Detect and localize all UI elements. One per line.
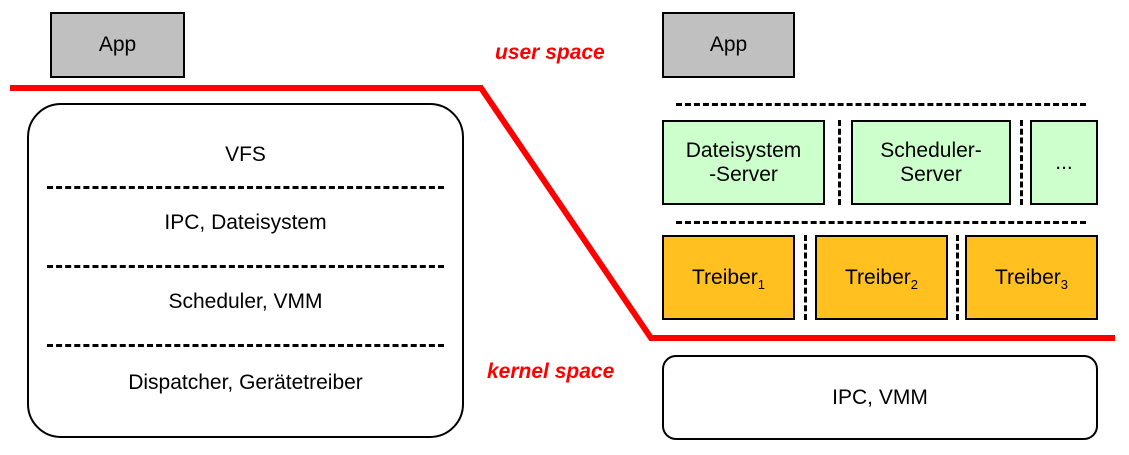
server-separator-2 — [1020, 120, 1023, 205]
monolith-layer-ipc-dateisystem: IPC, Dateisystem — [29, 199, 462, 247]
server-box-label-line2: -Server — [709, 162, 778, 186]
driver-box-1: Treiber1 — [662, 235, 795, 320]
driver-box-label: Treiber3 — [995, 265, 1068, 292]
user-space-label: user space — [495, 41, 605, 64]
monolith-layer-scheduler-vmm: Scheduler, VMM — [29, 278, 462, 326]
driver-box-name: Treiber — [995, 265, 1061, 289]
server-box-dateisystem: Dateisystem -Server — [662, 120, 825, 205]
driver-separator-2 — [956, 235, 959, 320]
server-box-label-line2: Server — [900, 162, 962, 186]
monolith-layer-label: Dispatcher, Gerätetreiber — [128, 371, 363, 394]
microkernel-label: IPC, VMM — [832, 385, 928, 409]
monolith-layer-label: IPC, Dateisystem — [164, 211, 327, 234]
right-app-box: App — [662, 12, 795, 78]
server-box-ellipsis: ... — [1030, 120, 1098, 205]
server-box-scheduler: Scheduler- Server — [851, 120, 1011, 205]
driver-separator-1 — [804, 235, 807, 320]
microkernel-box: IPC, VMM — [662, 355, 1098, 440]
server-box-label: Dateisystem -Server — [686, 139, 802, 186]
server-box-label: ... — [1055, 151, 1073, 175]
monolith-layer-vfs: VFS — [29, 131, 462, 179]
driver-box-label: Treiber2 — [845, 265, 918, 292]
driver-box-2: Treiber2 — [815, 235, 948, 320]
left-app-label: App — [98, 33, 137, 57]
left-app-box: App — [50, 12, 185, 78]
server-box-label-line1: Scheduler- — [880, 138, 982, 162]
monolith-layer-dispatcher-geraetetreiber: Dispatcher, Gerätetreiber — [29, 359, 462, 407]
monolithic-kernel-box: VFS IPC, Dateisystem Scheduler, VMM Disp… — [27, 103, 464, 438]
driver-row-top-divider — [676, 221, 1086, 224]
server-box-label-line1: ... — [1055, 150, 1073, 174]
right-app-label: App — [709, 33, 748, 57]
server-box-label: Scheduler- Server — [880, 139, 982, 186]
driver-box-name: Treiber — [692, 265, 758, 289]
monolith-layer-label: VFS — [225, 143, 266, 166]
monolith-divider-2 — [47, 265, 444, 268]
server-row-top-divider — [676, 103, 1086, 106]
monolith-divider-1 — [47, 186, 444, 189]
server-separator-1 — [838, 120, 841, 205]
driver-box-3: Treiber3 — [965, 235, 1098, 320]
monolith-layer-label: Scheduler, VMM — [168, 290, 323, 313]
driver-box-index: 2 — [910, 276, 918, 292]
driver-box-label: Treiber1 — [692, 265, 765, 292]
driver-box-name: Treiber — [845, 265, 911, 289]
driver-box-index: 1 — [757, 276, 765, 292]
monolith-divider-3 — [47, 344, 444, 347]
driver-box-index: 3 — [1060, 276, 1068, 292]
kernel-space-label: kernel space — [487, 360, 615, 383]
server-box-label-line1: Dateisystem — [685, 138, 802, 162]
